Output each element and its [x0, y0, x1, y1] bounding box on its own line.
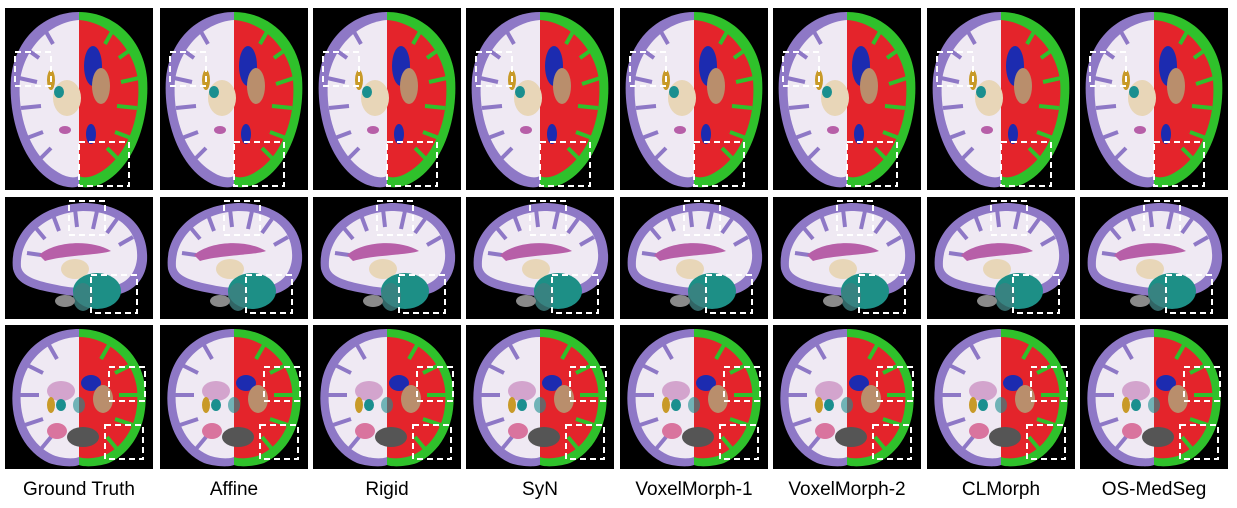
coronal-slice-4	[620, 325, 768, 469]
coronal-slice-3	[466, 325, 614, 469]
sagittal-slice-2	[313, 197, 461, 319]
column-label: VoxelMorph-2	[788, 479, 906, 500]
column-label: OS-MedSeg	[1101, 479, 1207, 500]
sagittal-slice-4	[620, 197, 768, 319]
coronal-slice-0	[5, 325, 153, 469]
axial-slice-7	[1080, 8, 1228, 190]
coronal-slice-2	[313, 325, 461, 469]
axial-slice-1	[160, 8, 308, 190]
coronal-slice-7	[1080, 325, 1228, 469]
coronal-slice-5	[773, 325, 921, 469]
sagittal-slice-5	[773, 197, 921, 319]
coronal-slice-1	[160, 325, 308, 469]
sagittal-slice-3	[466, 197, 614, 319]
sagittal-slice-7	[1080, 197, 1228, 319]
column-label: Affine	[209, 479, 259, 500]
coronal-slice-6	[927, 325, 1075, 469]
axial-slice-4	[620, 8, 768, 190]
axial-slice-5	[773, 8, 921, 190]
axial-slice-3	[466, 8, 614, 190]
axial-slice-0	[5, 8, 153, 190]
axial-slice-6	[927, 8, 1075, 190]
sagittal-slice-0	[5, 197, 153, 319]
column-label: VoxelMorph-1	[635, 479, 753, 500]
column-label: Rigid	[365, 479, 409, 500]
column-label: SyN	[522, 479, 558, 500]
column-label: Ground Truth	[23, 479, 135, 500]
sagittal-slice-1	[160, 197, 308, 319]
axial-slice-2	[313, 8, 461, 190]
sagittal-slice-6	[927, 197, 1075, 319]
column-label: CLMorph	[961, 479, 1041, 500]
